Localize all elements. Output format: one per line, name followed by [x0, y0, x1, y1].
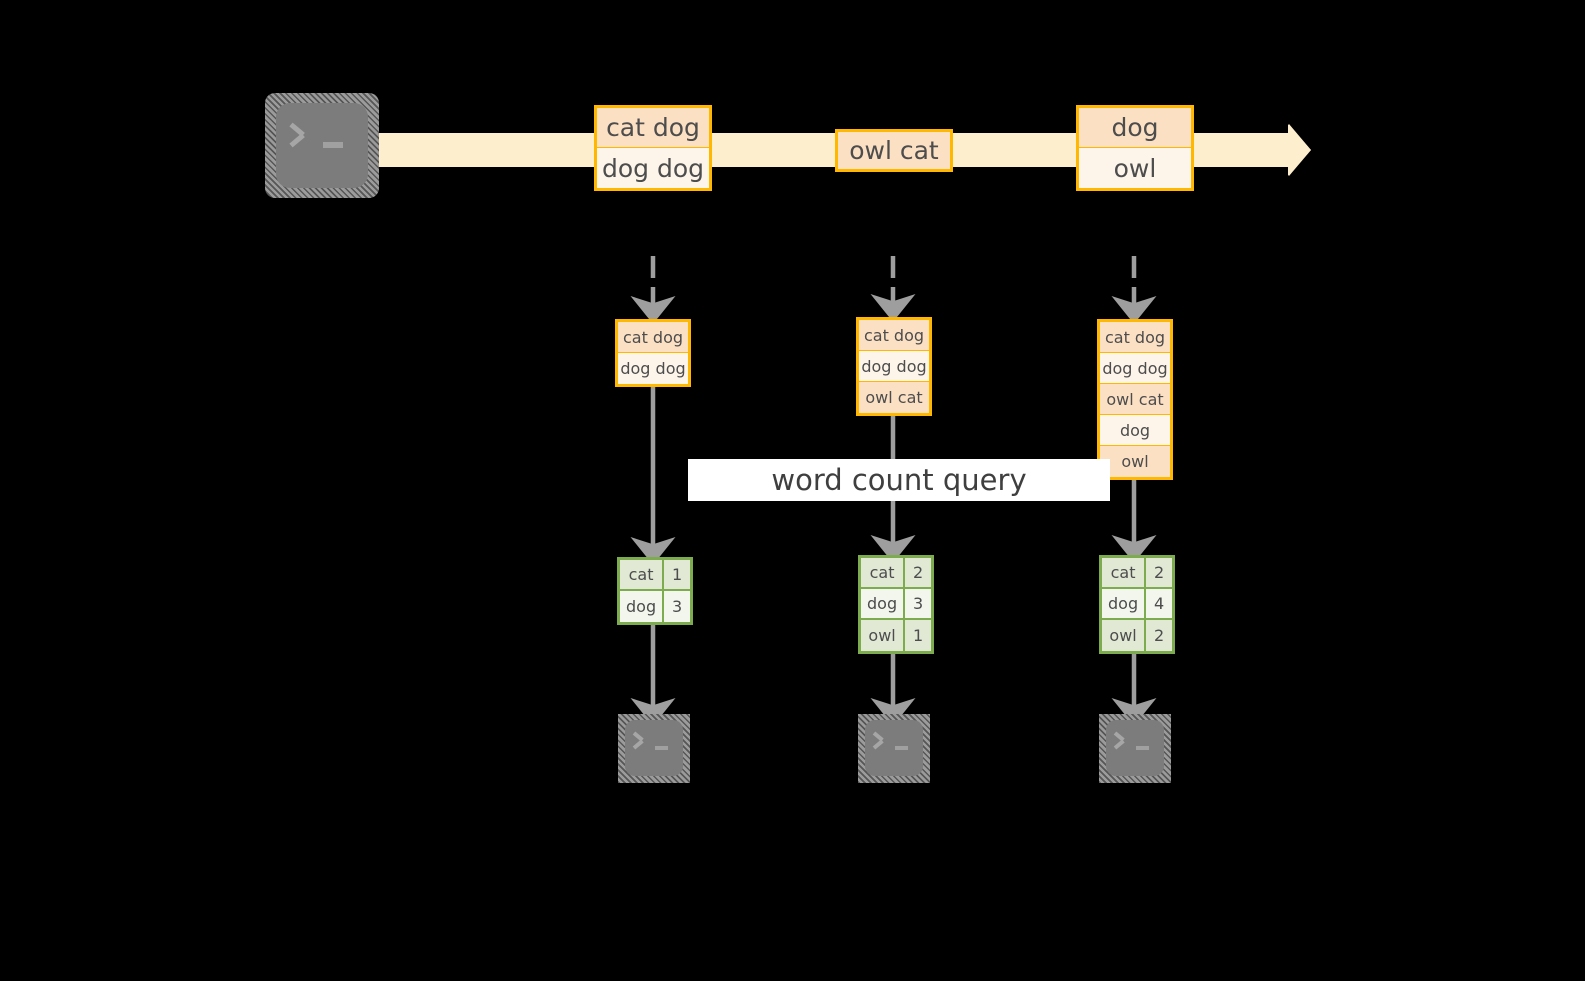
result-count: 2	[905, 558, 931, 587]
terminal-prompt-chevron-icon	[289, 121, 317, 149]
terminal-face	[276, 103, 368, 188]
result-word: cat	[861, 558, 906, 587]
result-count: 1	[664, 560, 690, 589]
snapshot-input-line: owl cat	[859, 382, 929, 413]
terminal-prompt-chevron-icon	[872, 731, 892, 750]
terminal-prompt-cursor-icon	[895, 746, 908, 750]
result-word: dog	[861, 589, 906, 618]
result-word: cat	[1102, 558, 1147, 587]
result-word: dog	[1102, 589, 1147, 618]
snapshot-input-line: dog dog	[618, 353, 688, 384]
stream-record-1[interactable]: cat dog dog dog	[594, 105, 712, 191]
stream-arrowhead	[1289, 124, 1311, 176]
result-count: 4	[1146, 589, 1172, 618]
result-row: dog 3	[620, 591, 690, 622]
stream-record-2[interactable]: owl cat	[835, 129, 953, 172]
snapshot-input-line: cat dog	[859, 320, 929, 351]
terminal-prompt-cursor-icon	[655, 746, 668, 750]
stream-arrowhead-solid	[1288, 124, 1311, 176]
snapshot-input-line: dog dog	[1100, 353, 1170, 384]
result-word: owl	[1102, 620, 1147, 651]
terminal-prompt-chevron-icon	[1113, 731, 1133, 750]
query-label-text: word count query	[771, 463, 1027, 497]
stream-record-line: owl	[1079, 148, 1191, 188]
query-label-banner: word count query	[688, 459, 1110, 501]
result-row: cat 2	[1102, 558, 1172, 589]
result-row: owl 1	[861, 620, 931, 651]
stream-record-line: owl cat	[838, 132, 950, 169]
result-word: cat	[620, 560, 665, 589]
snapshot-input-3[interactable]: cat dog dog dog owl cat dog owl	[1097, 319, 1173, 480]
terminal-prompt-chevron-icon	[632, 731, 652, 750]
result-table-3[interactable]: cat 2 dog 4 owl 2	[1099, 555, 1175, 654]
result-row: dog 4	[1102, 589, 1172, 620]
result-count: 2	[1146, 558, 1172, 587]
result-row: owl 2	[1102, 620, 1172, 651]
snapshot-input-line: owl cat	[1100, 384, 1170, 415]
result-table-2[interactable]: cat 2 dog 3 owl 1	[858, 555, 934, 654]
snapshot-input-2[interactable]: cat dog dog dog owl cat	[856, 317, 932, 416]
result-row: dog 3	[861, 589, 931, 620]
stream-record-3[interactable]: dog owl	[1076, 105, 1194, 191]
stream-record-line: dog dog	[597, 148, 709, 188]
snapshot-input-line: dog dog	[859, 351, 929, 382]
result-count: 1	[905, 620, 931, 651]
terminal-prompt-cursor-icon	[323, 142, 343, 148]
result-row: cat 2	[861, 558, 931, 589]
stream-record-line: cat dog	[597, 108, 709, 148]
snapshot-input-line: cat dog	[618, 322, 688, 353]
snapshot-input-1[interactable]: cat dog dog dog	[615, 319, 691, 387]
source-terminal-icon[interactable]	[265, 93, 379, 198]
snapshot-input-line: dog	[1100, 415, 1170, 446]
result-word: dog	[620, 591, 665, 622]
terminal-prompt-cursor-icon	[1136, 746, 1149, 750]
result-row: cat 1	[620, 560, 690, 591]
stream-record-line: dog	[1079, 108, 1191, 148]
sink-terminal-icon-3[interactable]	[1099, 714, 1171, 783]
result-table-1[interactable]: cat 1 dog 3	[617, 557, 693, 625]
result-word: owl	[861, 620, 906, 651]
snapshot-input-line: owl	[1100, 446, 1170, 477]
result-count: 3	[664, 591, 690, 622]
sink-terminal-icon-1[interactable]	[618, 714, 690, 783]
sink-terminal-icon-2[interactable]	[858, 714, 930, 783]
result-count: 3	[905, 589, 931, 618]
snapshot-input-line: cat dog	[1100, 322, 1170, 353]
result-count: 2	[1146, 620, 1172, 651]
